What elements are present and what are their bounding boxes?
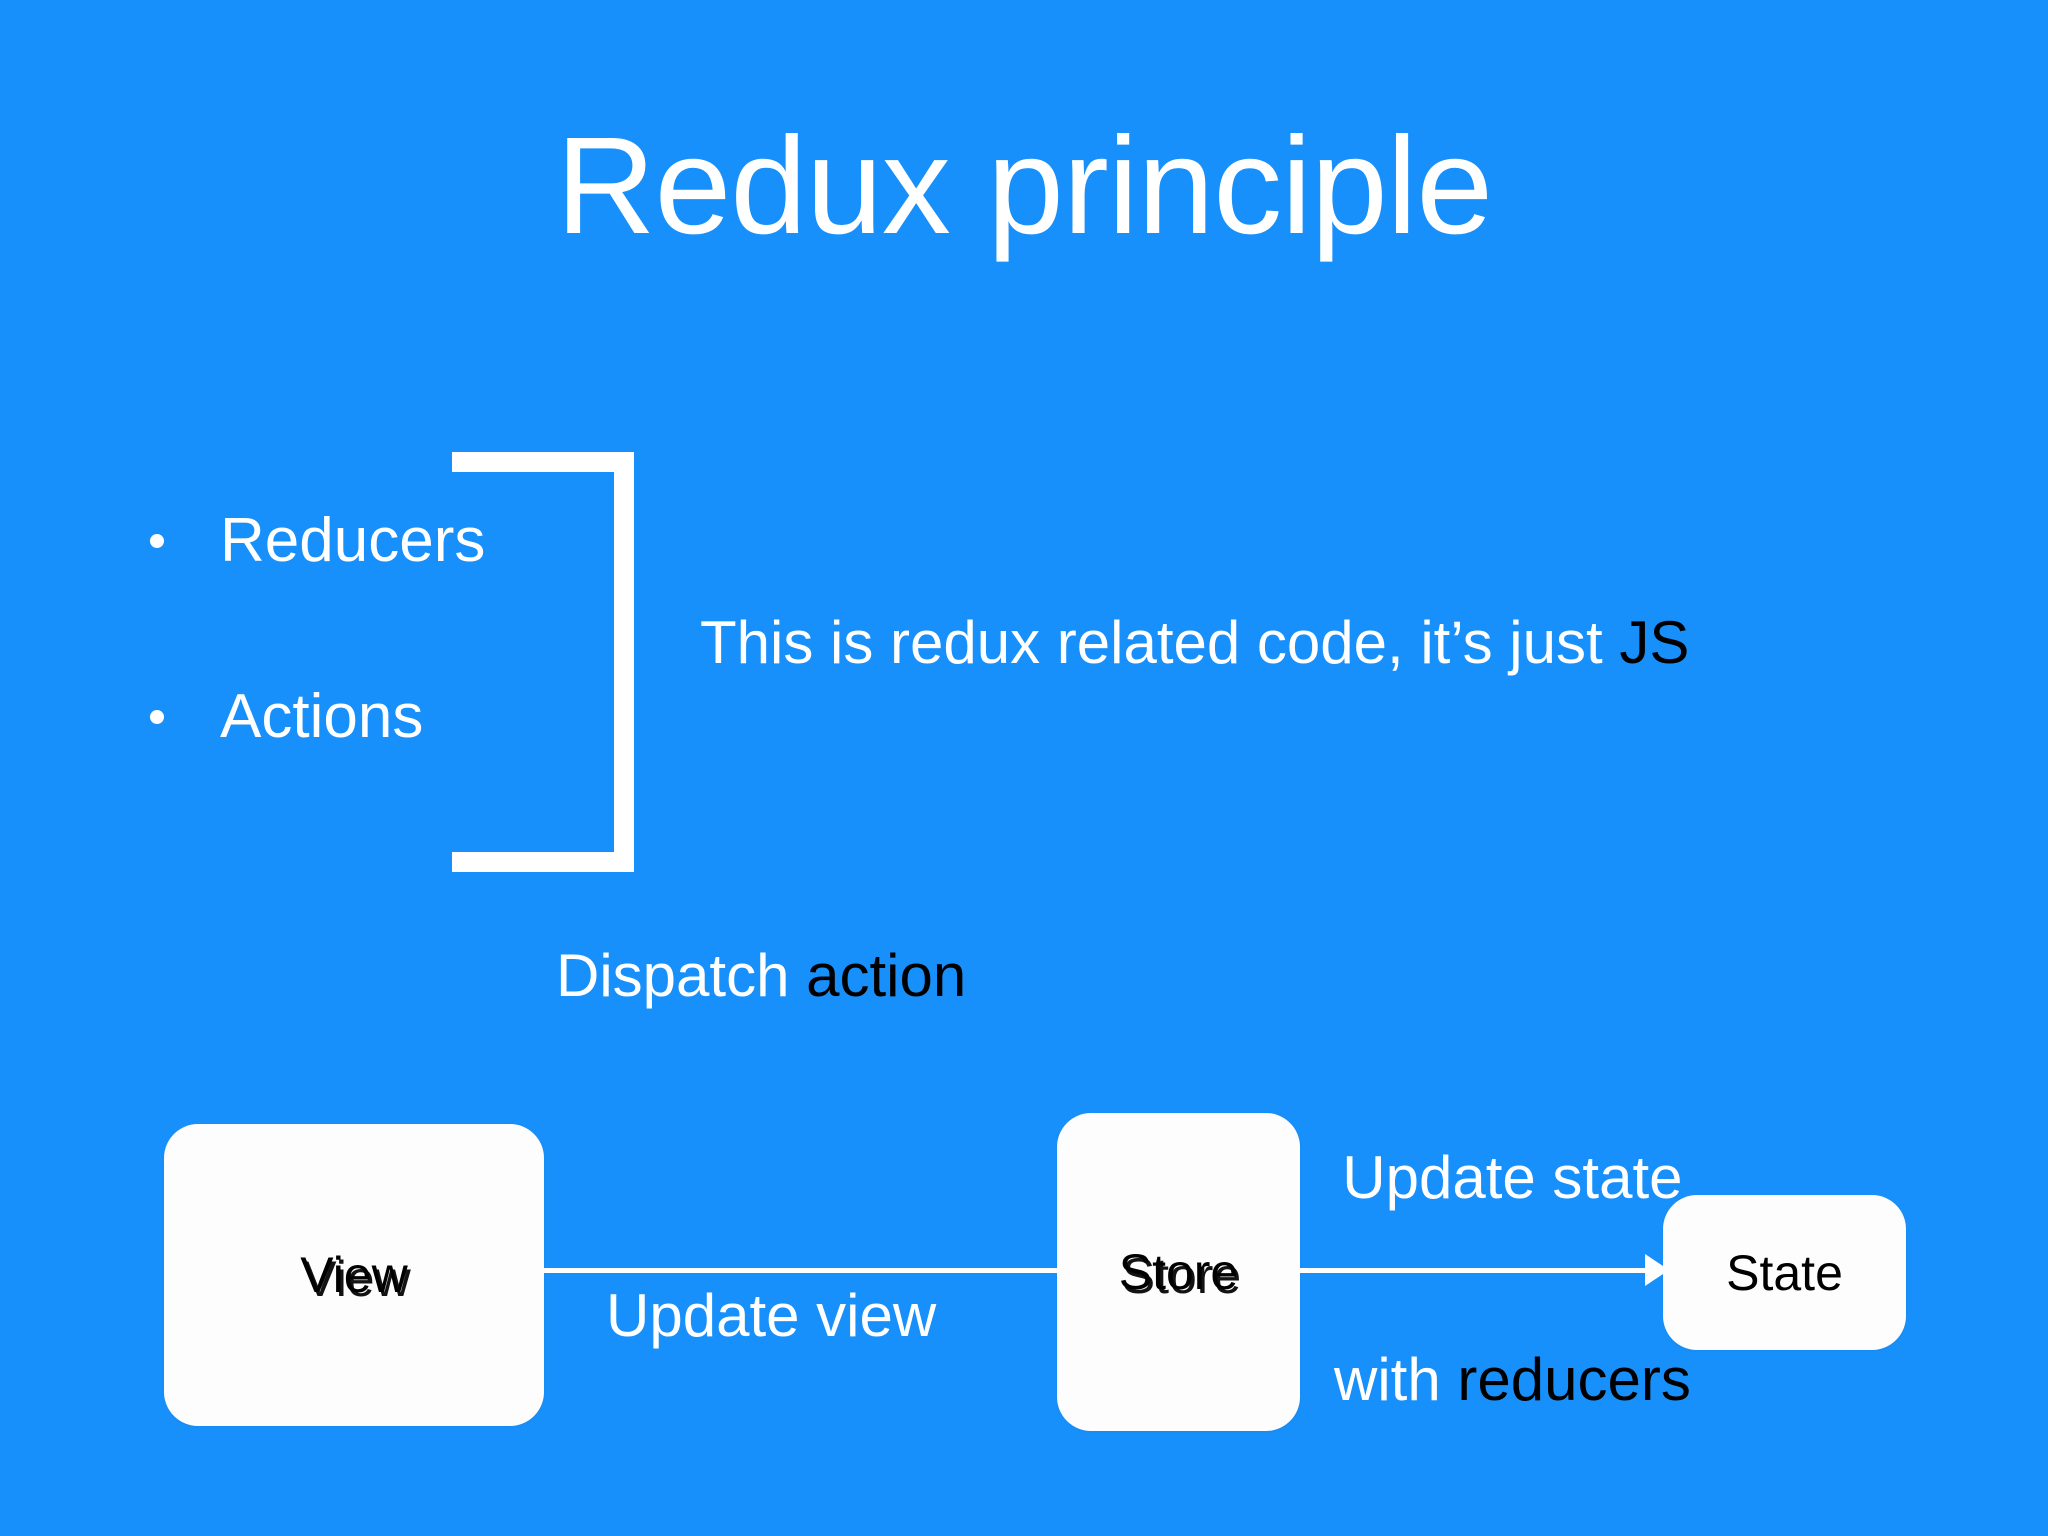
diagram-node-store-label: Store [1119,1247,1241,1301]
bullet-item-label-reducers: Reducers [220,506,486,575]
update-state-line-2: with reducers [1334,1346,1691,1413]
bullet-item-label-actions: Actions [220,682,424,751]
list-item: Actions [150,686,610,862]
diagram-node-state-label: State [1726,1244,1843,1301]
update-state-line-2-emphasis: reducers [1457,1345,1691,1413]
list-item: Reducers [150,510,610,686]
diagram-node-state[interactable]: State [1663,1195,1906,1350]
bracket-arm-top [452,452,634,472]
bullet-dot-icon [150,534,164,548]
update-state-line-1: Update state [1342,1144,1683,1212]
dispatch-label-lead: Dispatch [556,942,807,1009]
diagram-node-view-label: View [300,1250,411,1304]
side-note-lead: This is redux related code, it’s just [700,609,1620,676]
bullet-list: Reducers Actions [150,510,610,862]
connector-label-update-state: Update state with reducers [1334,1010,1691,1536]
dispatch-label-emphasis: action [806,942,967,1009]
connector-view-to-store [544,1268,1057,1273]
connector-label-update-view: Update view [606,1282,937,1349]
bullet-dot-icon [150,710,164,724]
connector-store-to-state [1300,1268,1658,1273]
right-curly-bracket-icon [452,452,634,872]
bracket-spine [614,452,634,872]
diagram-node-store[interactable]: Store [1057,1113,1300,1431]
bracket-arm-bottom [452,852,634,872]
connector-label-dispatch: Dispatch action [556,942,966,1009]
update-state-line-2-lead: with [1334,1345,1458,1413]
side-note: This is redux related code, it’s just JS [700,608,1689,677]
page-title: Redux principle [555,109,1493,263]
diagram-node-view[interactable]: View [164,1124,544,1426]
side-note-emphasis: JS [1619,609,1690,676]
